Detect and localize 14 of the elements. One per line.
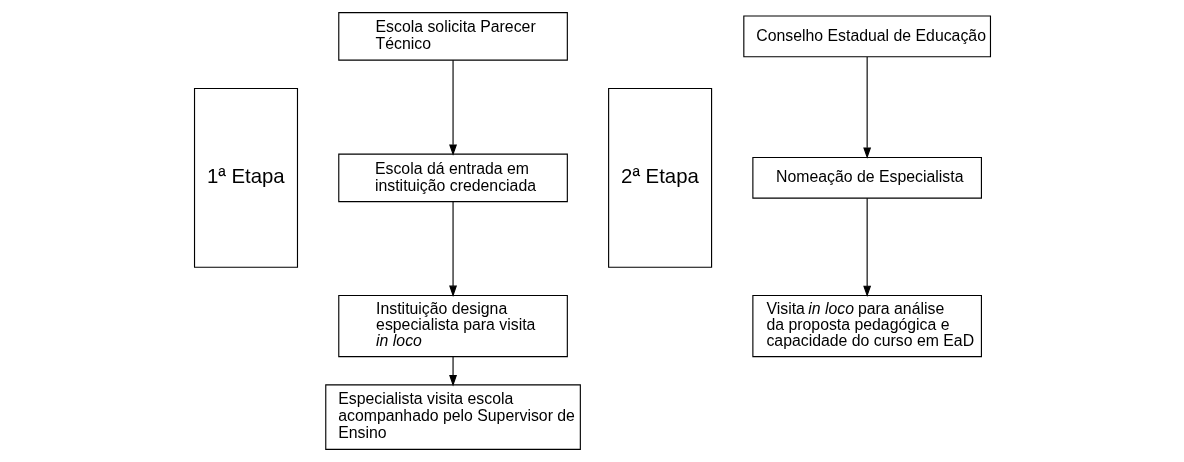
node-box: 2ª Etapa	[607, 87, 712, 268]
arrow	[862, 197, 871, 298]
arrow	[448, 201, 457, 297]
arrow	[448, 356, 457, 387]
node-box: Escola dá entrada em instituição credenciada	[337, 153, 568, 203]
node-box: Nomeação de Especialista	[751, 156, 982, 199]
node-box: Instituição designa especialista para visita in loco	[337, 294, 568, 358]
node-box: 1ª Etapa	[193, 87, 298, 268]
arrow	[862, 56, 871, 159]
node-box: Visita in loco para análise da proposta pedagógica e capacidade do curso em EaD	[751, 294, 982, 358]
node-box: Especialista visita escola acompanhado pelo Supervisor de Ensino	[324, 384, 581, 450]
arrow	[448, 59, 457, 156]
node-box: Escola solicita Parecer Técnico	[337, 12, 568, 61]
node-box: Conselho Estadual de Educação	[742, 15, 991, 58]
